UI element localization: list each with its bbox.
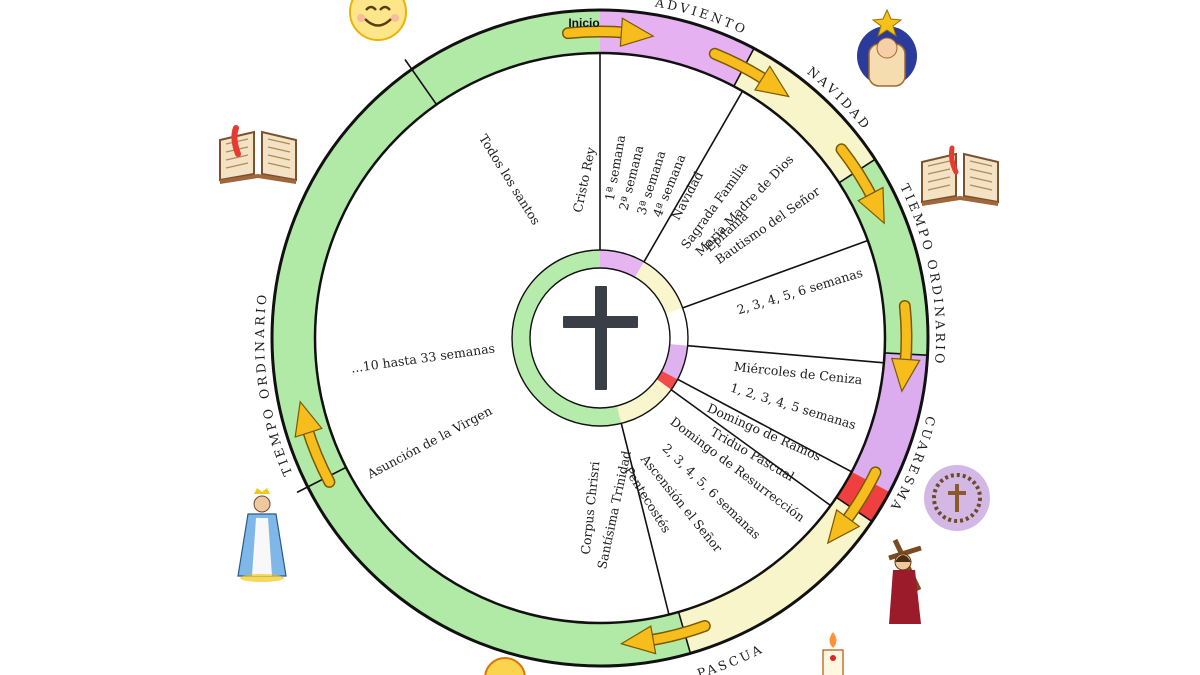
wedge-dividers: [599, 53, 884, 615]
paschal-candle-icon: [822, 632, 844, 675]
crown-of-thorns-icon: [924, 465, 990, 531]
wedge-divider: [687, 344, 884, 364]
wedge-divider: [677, 378, 853, 473]
baby-jesus-icon: [857, 8, 917, 87]
inner-segment-navidad: [635, 261, 683, 315]
decorative-icons: [219, 0, 999, 675]
cycle-arrow: [826, 466, 882, 545]
wedge-divider: [620, 423, 670, 615]
wedge-divider: [670, 389, 832, 507]
smiley-icon: [349, 0, 407, 41]
cycle-arrow: [294, 400, 336, 488]
inner-segment-ordinario-1: [665, 307, 689, 346]
cross-horizontal: [563, 316, 638, 328]
ring-segment-pascua: [678, 497, 872, 654]
cross-vertical: [595, 286, 607, 390]
ring-divider: [404, 59, 438, 106]
wedge-divider: [643, 90, 744, 263]
jesus-with-cross-icon: [888, 538, 922, 624]
inner-segment-ordinario-2: [512, 250, 622, 426]
cycle-arrow: [561, 17, 655, 48]
inner-segment-pascua: [616, 379, 672, 424]
cycle-arrow: [835, 143, 885, 225]
open-book-icon: [921, 145, 999, 206]
inner-segment-triduo: [656, 370, 678, 390]
center-emblem: [563, 286, 638, 390]
virgin-mary-icon: [237, 488, 287, 582]
open-book-icon: [219, 125, 297, 184]
cycle-arrows: [294, 17, 921, 655]
start-marker: Inicio: [568, 16, 599, 30]
ring-segment-cuaresma: [851, 352, 928, 492]
cycle-arrow: [619, 620, 711, 655]
outer-circle: [270, 8, 930, 668]
wedge-divider: [682, 239, 869, 309]
start-label: Inicio: [568, 16, 599, 30]
sun-icon: [484, 657, 526, 675]
cycle-arrow: [890, 299, 921, 393]
cycle-arrow: [708, 47, 790, 98]
